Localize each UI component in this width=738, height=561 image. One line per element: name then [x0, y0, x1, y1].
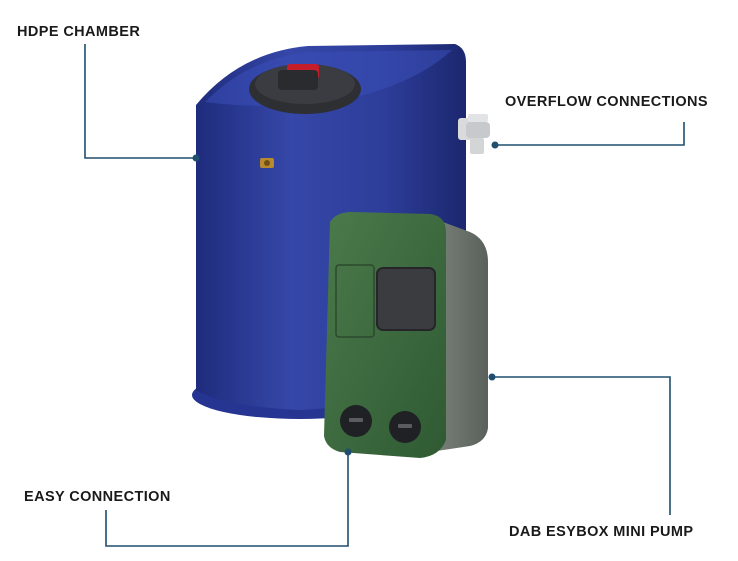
callout-line-overflow — [495, 122, 685, 146]
label-hdpe-chamber: HDPE CHAMBER — [17, 24, 141, 40]
callout-dot-easy — [344, 448, 352, 456]
pump-access-panel — [335, 264, 375, 338]
pump-port-left — [340, 405, 372, 437]
callout-lines — [84, 44, 685, 547]
pump-display — [376, 267, 436, 331]
callout-dot-pump — [488, 373, 496, 381]
label-overflow-connections: OVERFLOW CONNECTIONS — [505, 94, 708, 110]
pump-port-right — [389, 411, 421, 443]
label-easy-connection: EASY CONNECTION — [24, 489, 171, 505]
callout-dots — [192, 141, 499, 456]
callout-dot-overflow — [491, 141, 499, 149]
label-dab-esybox-mini-pump: DAB ESYBOX MINI PUMP — [509, 524, 694, 540]
callout-dot-hdpe — [192, 154, 200, 162]
callout-line-easy — [105, 452, 349, 547]
callout-line-hdpe — [84, 44, 196, 159]
overflow-fitting — [458, 114, 490, 154]
callout-line-pump — [492, 376, 671, 515]
